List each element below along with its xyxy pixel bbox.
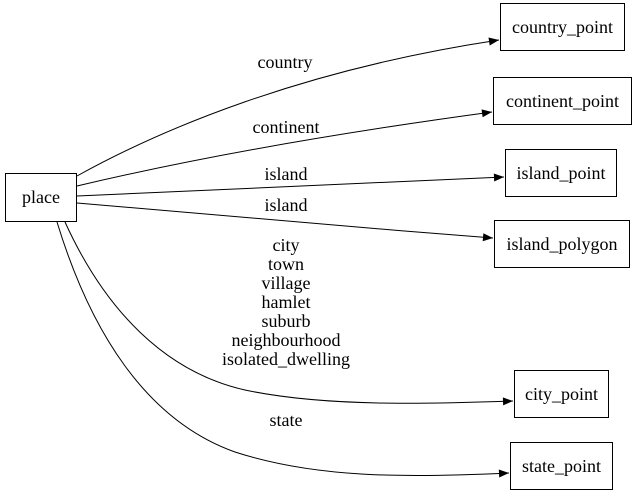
node-place: place xyxy=(5,173,77,222)
edge-label-village: village xyxy=(261,273,311,293)
edge-place-island-point xyxy=(76,173,505,197)
node-state-point: state_point xyxy=(510,442,613,490)
edge-label-city-group: city town village hamlet suburb neighbou… xyxy=(222,236,350,369)
edge-place-island-polygon xyxy=(76,202,494,242)
node-country-point: country_point xyxy=(500,3,625,51)
node-continent-point: continent_point xyxy=(493,77,632,125)
edge-place-state-point xyxy=(56,221,510,478)
edge-label-town: town xyxy=(267,254,304,274)
node-city-point-label: city_point xyxy=(525,383,598,404)
edge-label-country: country xyxy=(257,52,313,72)
node-continent-point-label: continent_point xyxy=(506,90,619,111)
node-island-polygon: island_polygon xyxy=(494,220,630,268)
edge-label-continent: continent xyxy=(252,117,320,137)
node-island-polygon-label: island_polygon xyxy=(506,233,618,254)
node-island-point: island_point xyxy=(505,149,617,197)
edge-label-island-polygon: island xyxy=(264,195,308,215)
node-country-point-label: country_point xyxy=(512,16,613,37)
edge-label-neighbourhood: neighbourhood xyxy=(231,330,341,350)
edge-place-continent-point xyxy=(76,109,493,187)
node-city-point: city_point xyxy=(514,370,609,418)
node-state-point-label: state_point xyxy=(522,455,601,476)
edge-place-country-point xyxy=(76,37,500,177)
edge-label-island-point: island xyxy=(264,164,308,184)
edge-label-suburb: suburb xyxy=(261,311,311,331)
edge-label-city: city xyxy=(272,235,300,255)
edge-label-hamlet: hamlet xyxy=(261,292,311,312)
node-island-point-label: island_point xyxy=(516,162,606,183)
edge-label-isolated-dwelling: isolated_dwelling xyxy=(222,349,350,369)
edge-place-city-point xyxy=(64,221,514,406)
node-place-label: place xyxy=(22,187,60,207)
edge-label-state: state xyxy=(269,410,303,430)
